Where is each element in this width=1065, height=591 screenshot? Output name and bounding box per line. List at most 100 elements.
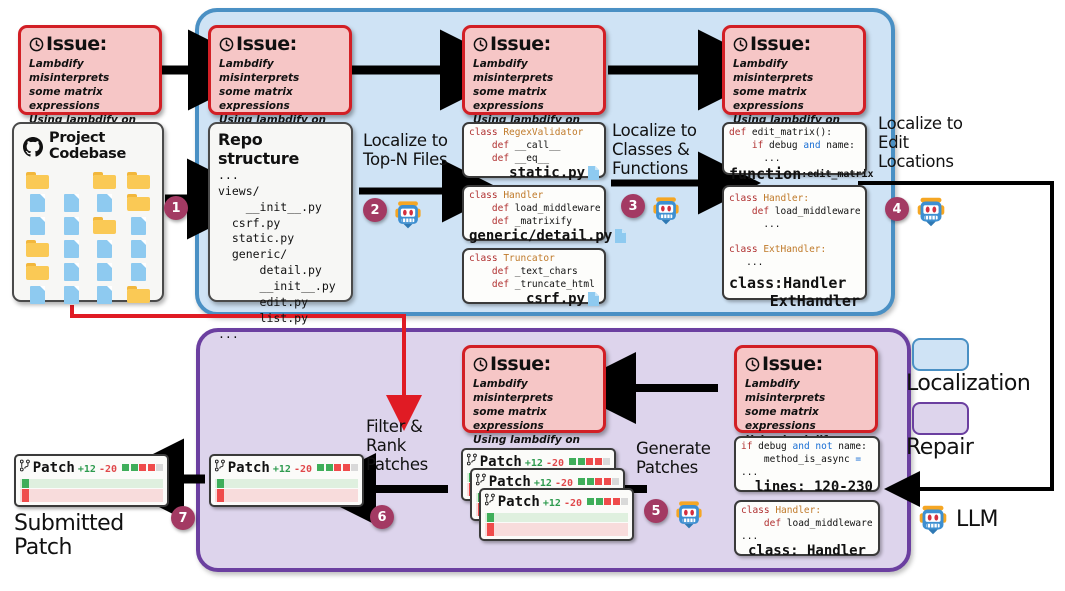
- git-patch-icon: [476, 473, 486, 486]
- repair-code-card-0-footer: lines: 120-230: [736, 479, 878, 498]
- patch-diff-preview: [485, 513, 628, 536]
- clock-icon: [473, 37, 488, 51]
- step-number: 2: [370, 202, 380, 218]
- edit-card-1-code: class Handler: def load_middleware ... c…: [729, 193, 861, 269]
- step-badge-7: 7: [171, 506, 195, 530]
- issue-card-stage1: Issue: Lambdify misinterprets some matri…: [208, 25, 352, 140]
- issue-line-1: Lambdify misinterprets: [473, 58, 554, 84]
- issue-card-repair-right: Issue: Lambdify misinterprets some matri…: [734, 345, 878, 460]
- repair-code-card-1-code: class Handler: def load_middleware ...: [741, 505, 873, 542]
- folder-icon: [126, 171, 150, 189]
- patch-header: Patch +12 -20: [20, 459, 163, 476]
- step-number: 3: [628, 198, 638, 214]
- issue-header: Issue:: [29, 33, 151, 55]
- folder-icon: [26, 239, 50, 257]
- file-icon: [63, 239, 79, 258]
- label-line: Localize to: [363, 131, 448, 150]
- file-icon: [30, 216, 46, 235]
- folder-icon: [126, 193, 150, 211]
- file-icon: [30, 193, 46, 212]
- folder-icon: [93, 171, 117, 189]
- step-badge-4: 4: [885, 197, 909, 221]
- file-icon: [588, 292, 599, 307]
- step-number: 1: [171, 200, 181, 216]
- clock-icon: [29, 37, 44, 51]
- file-card-0: class RegexValidator def __call__ def __…: [462, 122, 606, 181]
- git-patch-icon: [20, 459, 30, 472]
- patch-header: Patch +12 -20: [485, 493, 628, 510]
- label-line: Rank: [366, 435, 407, 455]
- file-card-2-footer: csrf.py: [464, 291, 604, 310]
- edit-card-0: def edit_matrix(): if debug and name: ..…: [722, 122, 874, 183]
- step-number: 5: [651, 503, 661, 519]
- repair-code-card-0-code: if debug and not name: method_is_async =…: [741, 441, 867, 478]
- legend-swatch-repair: [912, 402, 969, 435]
- label-line: Patches: [366, 454, 428, 474]
- label-line: Submitted: [14, 511, 124, 536]
- issue-line-2: some matrix expressions: [473, 405, 547, 432]
- git-patch-icon: [467, 453, 477, 466]
- robot-icon-legend: [919, 505, 947, 535]
- repair-code-card-1-footer: class: Handler: [736, 543, 878, 562]
- legend-label-localization: Localization: [906, 371, 1031, 396]
- repair-code-card-0: if debug and not name: method_is_async =…: [734, 436, 880, 495]
- label-line: Functions: [612, 158, 689, 178]
- patch-deleted: -20: [563, 498, 582, 509]
- file-icon: [97, 239, 113, 258]
- issue-line-2: some matrix expressions: [29, 85, 103, 112]
- clock-icon: [733, 37, 748, 51]
- file-icon: [615, 229, 627, 244]
- patch-diff-preview: [215, 479, 358, 502]
- file-card-0-filename: static.py: [509, 165, 585, 182]
- project-codebase-card: Project Codebase: [12, 122, 164, 304]
- folder-icon: [26, 171, 50, 189]
- issue-line-2: some matrix expressions: [473, 85, 547, 112]
- label-line: Patch: [14, 535, 72, 561]
- codebase-title-line2: Codebase: [49, 145, 127, 162]
- step-number: 6: [377, 509, 387, 525]
- clock-icon: [473, 357, 488, 371]
- step-badge-1: 1: [164, 196, 188, 220]
- robot-icon-step5: [676, 501, 702, 529]
- file-icon: [130, 239, 146, 258]
- patch-squares: [587, 498, 628, 505]
- step-number: 7: [178, 510, 188, 526]
- label-localize-edit: Localize to Edit Locations: [878, 114, 988, 172]
- label-line: Patches: [636, 457, 698, 477]
- step-badge-2: 2: [363, 198, 387, 222]
- edit-card-1-target: ExtHandler: [769, 291, 860, 310]
- edit-card-0-footer: function :edit_matrix: [724, 165, 874, 186]
- issue-card-repair-left: Issue: Lambdify misinterprets some matri…: [462, 345, 606, 460]
- patch-header: Patch +12 -20: [215, 459, 358, 476]
- patch-title: Patch: [227, 460, 270, 476]
- issue-title: Issue:: [490, 353, 551, 375]
- codebase-title-line1: Project: [49, 130, 105, 146]
- issue-title: Issue:: [236, 33, 297, 55]
- edit-card-1-footer: class:Handler ExtHandler: [724, 270, 865, 313]
- label-localize-classes: Localize to Classes & Functions: [612, 121, 717, 179]
- clock-icon: [745, 357, 760, 371]
- label-localize-files: Localize to Top-N Files: [363, 131, 463, 170]
- issue-line-2: some matrix expressions: [219, 85, 293, 112]
- issue-line-1: Lambdify misinterprets: [473, 378, 554, 404]
- file-icon: [30, 285, 46, 304]
- file-icon: [130, 216, 146, 235]
- file-icon: [63, 262, 79, 281]
- file-card-0-footer: static.py: [464, 165, 604, 184]
- patch-submitted: Patch +12 -20: [14, 454, 169, 507]
- issue-header: Issue:: [219, 33, 341, 55]
- legend-label-repair: Repair: [906, 435, 974, 460]
- file-icon: [97, 193, 113, 212]
- issue-line-2: some matrix expressions: [733, 85, 807, 112]
- legend-swatch-localization: [912, 338, 969, 371]
- issue-line-1: Lambdify misinterprets: [745, 378, 826, 404]
- file-card-1: class Handler def load_middleware def _m…: [462, 185, 627, 244]
- patch-deleted: -20: [293, 464, 312, 475]
- label-line: Edit: [878, 132, 909, 152]
- issue-line-1: Lambdify misinterprets: [219, 58, 300, 84]
- issue-header: Issue:: [733, 33, 855, 55]
- patch-squares: [578, 478, 619, 485]
- label-submitted-patch: Submitted Patch: [14, 511, 164, 561]
- file-card-2-filename: csrf.py: [525, 291, 585, 308]
- issue-line-1: Lambdify misinterprets: [733, 58, 814, 84]
